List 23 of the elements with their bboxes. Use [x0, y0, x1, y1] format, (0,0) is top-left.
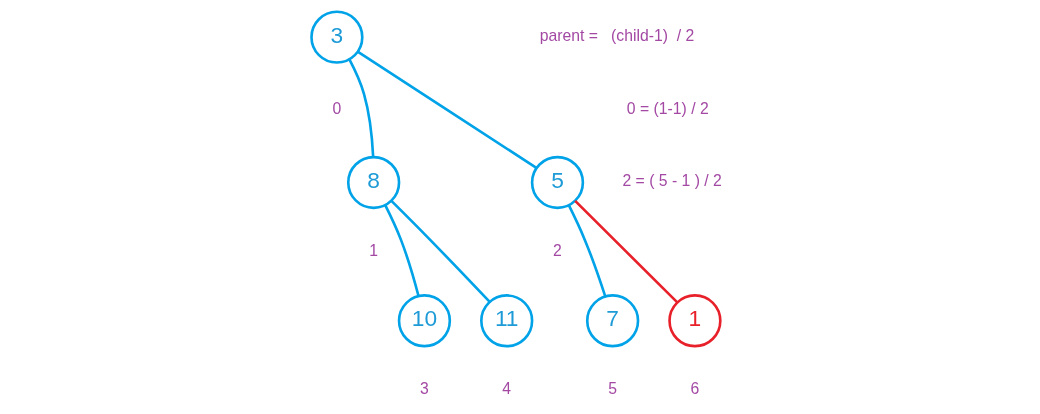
node-circle: 10: [397, 294, 451, 348]
connector: [383, 204, 420, 297]
node-label: 3: [419, 379, 429, 397]
node-label: 0: [332, 99, 341, 117]
connector: [390, 200, 491, 303]
node-circle: 8: [346, 155, 400, 210]
label: parent = (child-1) / 2: [539, 27, 694, 45]
connector: [567, 204, 606, 297]
label: 2 = ( 5 - 1 ) / 2: [621, 172, 722, 190]
node-circle: 3: [309, 10, 364, 64]
node-circle: 11: [479, 294, 533, 348]
connector: [573, 200, 678, 304]
node-circle: 7: [585, 294, 639, 348]
node-circle: 1: [667, 294, 722, 348]
node-label: 4: [501, 379, 511, 397]
connector: [356, 50, 537, 169]
connector: [347, 58, 374, 158]
node-label: 2: [552, 241, 562, 259]
node-circle: 5: [530, 155, 584, 210]
node-label: 6: [690, 379, 699, 397]
label: 0 = (1-1) / 2: [626, 99, 709, 117]
node-label: 5: [607, 379, 617, 397]
node-label: 1: [368, 241, 378, 259]
